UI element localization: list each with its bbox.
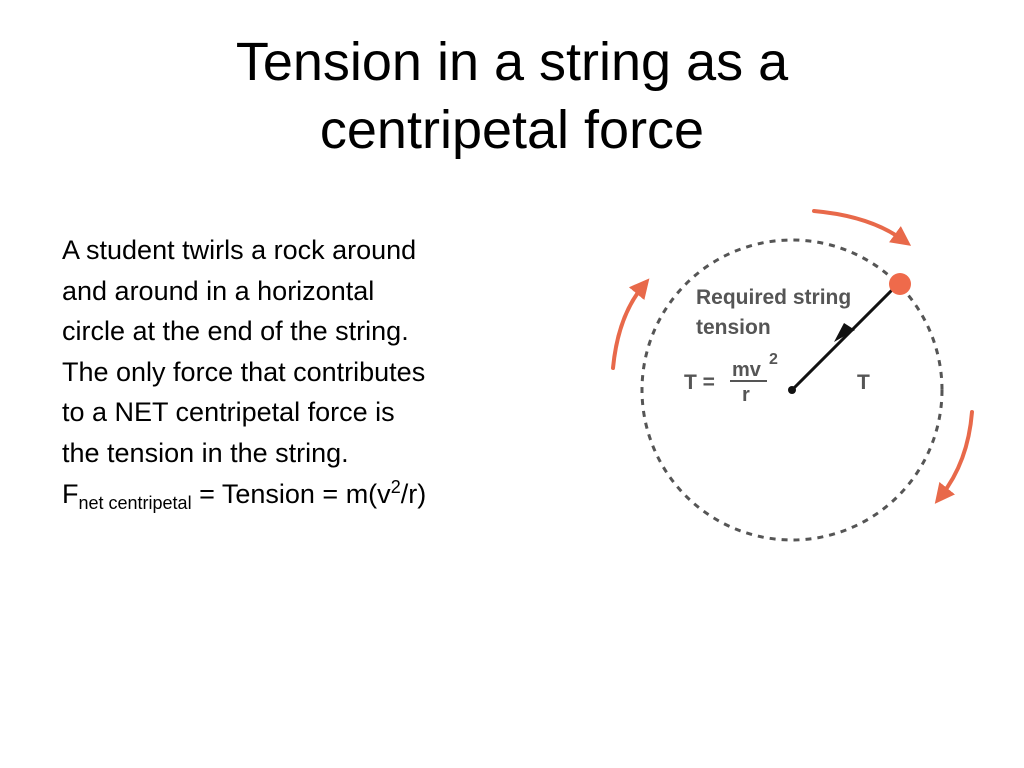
tension-arrowhead	[834, 323, 855, 342]
formula-middle: = Tension = m(v	[191, 478, 391, 509]
body-line-2: and around in a horizontal	[62, 275, 375, 306]
body-line-5: to a NET centripetal force is	[62, 397, 395, 428]
circular-path	[640, 238, 944, 542]
circle-center	[788, 386, 796, 394]
body-line-4: The only force that contributes	[62, 356, 426, 387]
title-line-2: centripetal force	[319, 100, 705, 160]
title-line-1: Tension in a string as a	[235, 32, 789, 92]
formula-line: Fnet centripetal = Tension = m(v2/r)	[62, 474, 562, 515]
formula-subscript: net centripetal	[78, 492, 192, 513]
slide-title: Tension in a string as a centripetal for…	[112, 28, 912, 164]
string-line	[790, 282, 900, 392]
formula-superscript: 2	[390, 476, 401, 497]
rock	[889, 273, 911, 295]
motion-arrow-top	[812, 209, 912, 246]
body-line-1: A student twirls a rock around	[62, 235, 417, 265]
motion-arrow-left	[611, 278, 650, 370]
equation-exponent: 2	[769, 351, 778, 368]
equation-numerator: mv	[732, 359, 762, 381]
equation-lhs: T =	[684, 371, 715, 394]
body-line-6: the tension in the string.	[62, 437, 349, 468]
circular-motion-diagram: Required string tension T = mv 2 r T	[611, 209, 974, 542]
equation-denominator: r	[742, 384, 750, 406]
body-text: A student twirls a rock around and aroun…	[62, 230, 562, 514]
formula-f: F	[62, 478, 79, 509]
body-line-3: circle at the end of the string.	[62, 316, 409, 347]
required-string-label: Required string	[696, 286, 851, 309]
tension-label: tension	[696, 316, 771, 339]
formula-end: /r)	[400, 478, 427, 509]
tension-t-label: T	[857, 371, 870, 394]
motion-arrow-right	[934, 410, 974, 504]
